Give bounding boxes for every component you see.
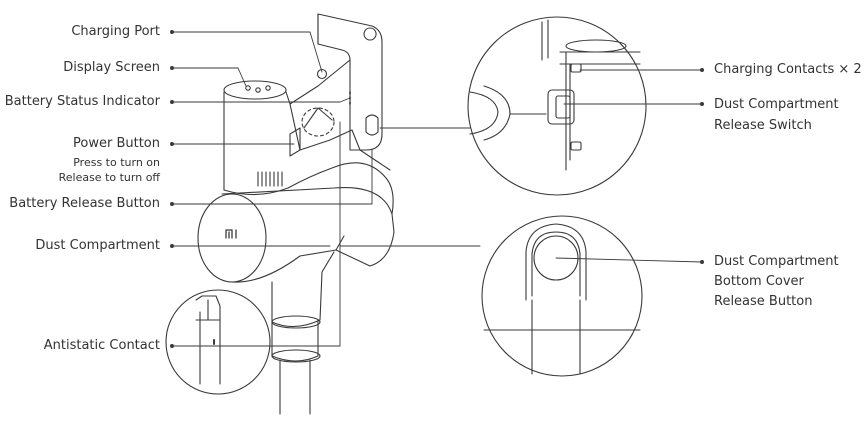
zoom-antistatic-contact — [165, 289, 271, 395]
leader-lines-right — [339, 69, 703, 263]
leader-lines-left — [171, 31, 373, 347]
label-antistatic-contact: Antistatic Contact — [43, 338, 160, 353]
label-dust-compartment: Dust Compartment — [35, 238, 160, 253]
label-bottom-cover-line3: Release Button — [714, 294, 813, 309]
label-power-button: Power Button — [73, 136, 160, 151]
label-charging-port: Charging Port — [71, 24, 160, 39]
leader-dots-left — [170, 30, 174, 348]
label-battery-status-indicator: Battery Status Indicator — [4, 94, 160, 109]
label-display-screen: Display Screen — [63, 60, 160, 75]
label-power-button-note-on: Press to turn on — [73, 156, 160, 169]
label-charging-contacts: Charging Contacts × 2 — [714, 62, 862, 77]
label-bottom-cover-line1: Dust Compartment — [714, 254, 839, 269]
label-battery-release-button: Battery Release Button — [9, 196, 160, 211]
label-bottom-cover-line2: Bottom Cover — [714, 274, 804, 289]
label-dust-release-switch-line2: Release Switch — [714, 118, 812, 133]
label-power-button-note-off: Release to turn off — [58, 171, 160, 184]
zoom-charging-contacts — [467, 16, 647, 196]
zoom-bottom-cover — [481, 215, 643, 377]
vacuum-body — [197, 13, 395, 415]
label-dust-release-switch-line1: Dust Compartment — [714, 97, 839, 112]
leader-dots-right — [700, 68, 704, 264]
